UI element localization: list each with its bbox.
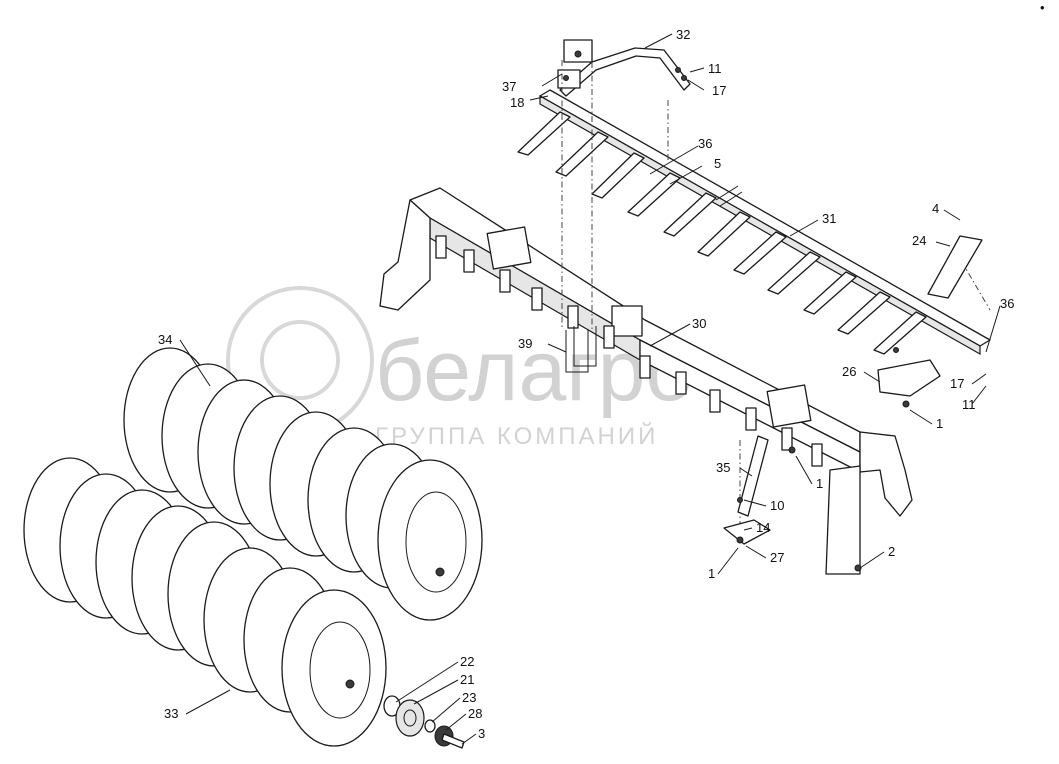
callout-14: 14	[756, 520, 770, 535]
callout-24: 24	[912, 233, 926, 248]
callout-28: 28	[468, 706, 482, 721]
disc-row-rear	[123, 347, 483, 621]
hub-parts	[383, 695, 465, 749]
callout-26: 26	[842, 364, 856, 379]
bolt-2	[854, 564, 862, 572]
main-frame	[379, 187, 913, 575]
bracket-24	[927, 235, 983, 299]
callout-39: 39	[518, 336, 532, 351]
callout-1-left: 1	[708, 566, 715, 581]
corner-mark: •	[1040, 0, 1045, 15]
callout-10: 10	[770, 498, 784, 513]
callout-11: 11	[708, 61, 722, 76]
frame-joint	[611, 305, 643, 337]
callout-36-right: 36	[1000, 296, 1014, 311]
callout-32: 32	[676, 27, 690, 42]
callout-11-right: 11	[962, 397, 976, 412]
disc-gang	[23, 347, 483, 747]
watermark-tagline: ГРУППА КОМПАНИЙ	[375, 422, 658, 450]
callout-37: 37	[502, 79, 516, 94]
callout-22: 22	[460, 654, 474, 669]
callout-27: 27	[770, 550, 784, 565]
callout-33: 33	[164, 706, 178, 721]
callout-17-right: 17	[950, 376, 964, 391]
callout-5: 5	[714, 156, 721, 171]
callout-1-mid: 1	[816, 476, 823, 491]
scraper-35	[723, 435, 796, 545]
callout-36: 36	[698, 136, 712, 151]
callout-2: 2	[888, 544, 895, 559]
callout-21: 21	[460, 672, 474, 687]
callout-34: 34	[158, 332, 172, 347]
frame-end-plate-left	[379, 199, 431, 311]
tine-bar-assembly	[517, 89, 991, 356]
leader-lines	[179, 33, 1001, 745]
callout-35: 35	[716, 460, 730, 475]
watermark-logo-inner	[260, 320, 340, 400]
callout-17: 17	[712, 83, 726, 98]
callout-23: 23	[462, 690, 476, 705]
callout-3: 3	[478, 726, 485, 741]
handle-bracket	[557, 39, 691, 97]
bolt-3	[441, 733, 465, 749]
tine-bar-side	[539, 94, 981, 356]
callout-4: 4	[932, 201, 939, 216]
u-bolts	[565, 326, 597, 373]
frame-clamp-2	[766, 384, 812, 428]
frame-support-leg	[825, 465, 861, 575]
frame-clamp	[486, 226, 532, 270]
scraper-26	[877, 347, 941, 408]
bearing-21	[395, 699, 425, 737]
frame-lugs	[435, 235, 823, 467]
frame-end-plate-right	[859, 431, 913, 517]
callout-30: 30	[692, 316, 706, 331]
mount-plate	[557, 69, 581, 89]
tines	[517, 111, 927, 355]
disc-row-front	[23, 457, 387, 747]
washer-23	[424, 719, 436, 733]
callout-31: 31	[822, 211, 836, 226]
callout-1-right: 1	[936, 416, 943, 431]
callout-18: 18	[510, 95, 524, 110]
callouts: 32 11 37 17 18 36 5 31 4 24 36 39 30 34 …	[158, 27, 1014, 741]
